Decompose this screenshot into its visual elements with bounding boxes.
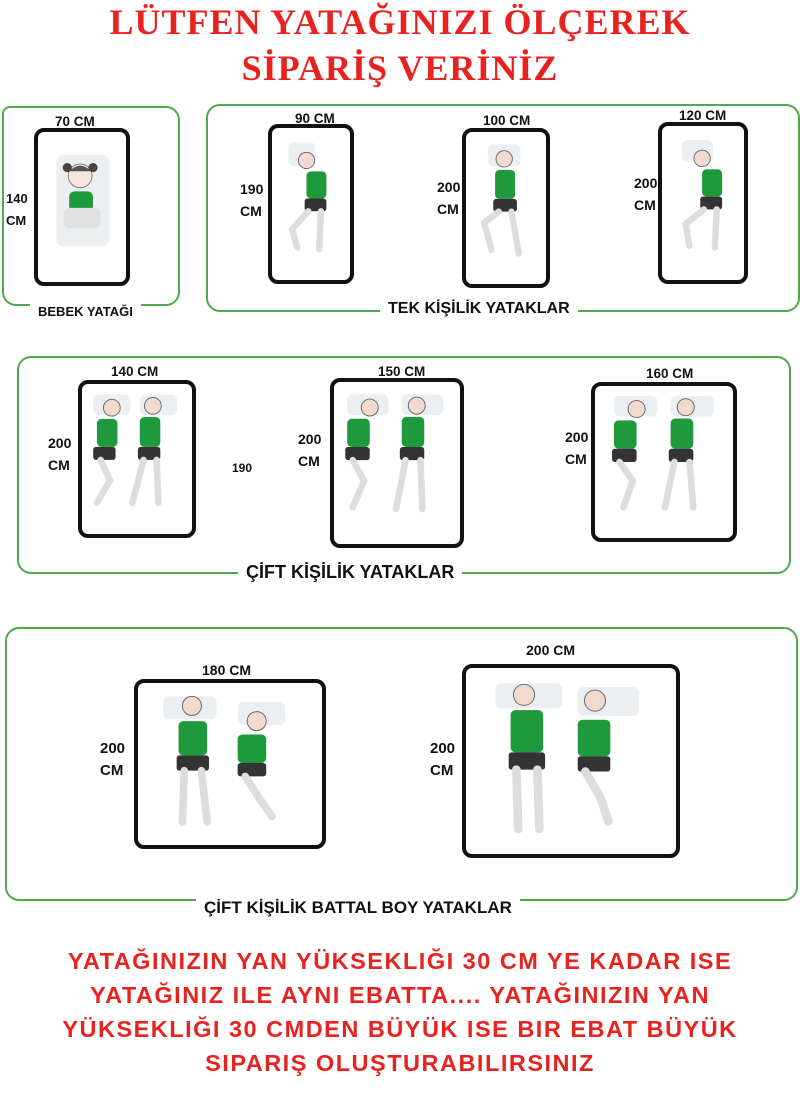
person-sleeping-icon <box>163 695 286 826</box>
king-bed-2-width: 200 CM <box>526 642 576 658</box>
single-bed-2-length: 200 CM <box>437 179 461 217</box>
person-sleeping-icon <box>480 144 522 257</box>
double-bed-3-length: 200 CM <box>565 429 589 467</box>
person-sleeping-icon <box>93 394 178 507</box>
single-bed-2 <box>462 128 550 288</box>
person-sleeping-icon <box>682 140 723 251</box>
double-bed-2-width: 150 CM <box>378 364 426 379</box>
single-bed-2-width: 100 CM <box>483 113 531 128</box>
sizing-notice-line4: SIPARIŞ OLUŞTURABILIRSINIZ <box>205 1050 595 1076</box>
baby-bed-length: 140 CM <box>6 191 28 228</box>
baby-sleeping-icon <box>56 154 110 247</box>
single-bed-1 <box>268 124 354 284</box>
single-bed-1-length: 190 CM <box>240 181 264 219</box>
page-title-line1: LÜTFEN YATAĞINIZI ÖLÇEREK <box>109 2 691 42</box>
single-bed-3 <box>658 122 748 284</box>
double-bed-3-width: 160 CM <box>646 366 694 381</box>
double-extra-note: 190 <box>232 461 253 475</box>
double-section-label: ÇİFT KİŞİLİK YATAKLAR <box>238 562 463 582</box>
sizing-notice-line3: YÜKSEKLIĞI 30 CMDEN BÜYÜK ISE BIR EBAT B… <box>62 1016 738 1042</box>
king-bed-1-length: 200 CM <box>100 740 126 779</box>
king-section-label: ÇİFT KİŞİLİK BATTAL BOY YATAKLAR <box>196 898 520 918</box>
baby-bed <box>34 128 130 286</box>
baby-section-label: BEBEK YATAĞI <box>30 302 141 322</box>
king-bed-1 <box>134 679 326 849</box>
king-bed-2-length: 200 CM <box>430 740 456 779</box>
king-bed-2 <box>462 664 680 858</box>
double-bed-1-length: 200 CM <box>48 435 72 473</box>
person-sleeping-icon <box>288 142 327 253</box>
double-bed-2 <box>330 378 464 548</box>
double-bed-2-length: 200 CM <box>298 431 322 469</box>
single-bed-3-width: 120 CM <box>679 108 727 123</box>
double-bed-1 <box>78 380 196 538</box>
single-section-label: TEK KİŞİLİK YATAKLAR <box>380 299 578 319</box>
page-title-line2: SİPARİŞ VERİNİZ <box>241 48 559 88</box>
king-bed-1-width: 180 CM <box>202 662 252 678</box>
sizing-notice: YATAĞINIZIN YAN YÜKSEKLIĞI 30 CM YE KADA… <box>0 944 800 1080</box>
person-sleeping-icon <box>495 683 640 834</box>
single-bed-3-length: 200 CM <box>634 175 658 213</box>
sizing-notice-line1: YATAĞINIZIN YAN YÜKSEKLIĞI 30 CM YE KADA… <box>67 948 733 974</box>
double-bed-1-width: 140 CM <box>111 364 159 379</box>
double-bed-3 <box>591 382 737 542</box>
sizing-notice-line2: YATAĞINIZ ILE AYNI EBATTA.... YATAĞINIZI… <box>90 982 710 1008</box>
person-sleeping-icon <box>345 394 444 513</box>
person-sleeping-icon <box>612 395 715 511</box>
baby-bed-width: 70 CM <box>55 114 95 129</box>
single-bed-1-width: 90 CM <box>295 111 335 126</box>
